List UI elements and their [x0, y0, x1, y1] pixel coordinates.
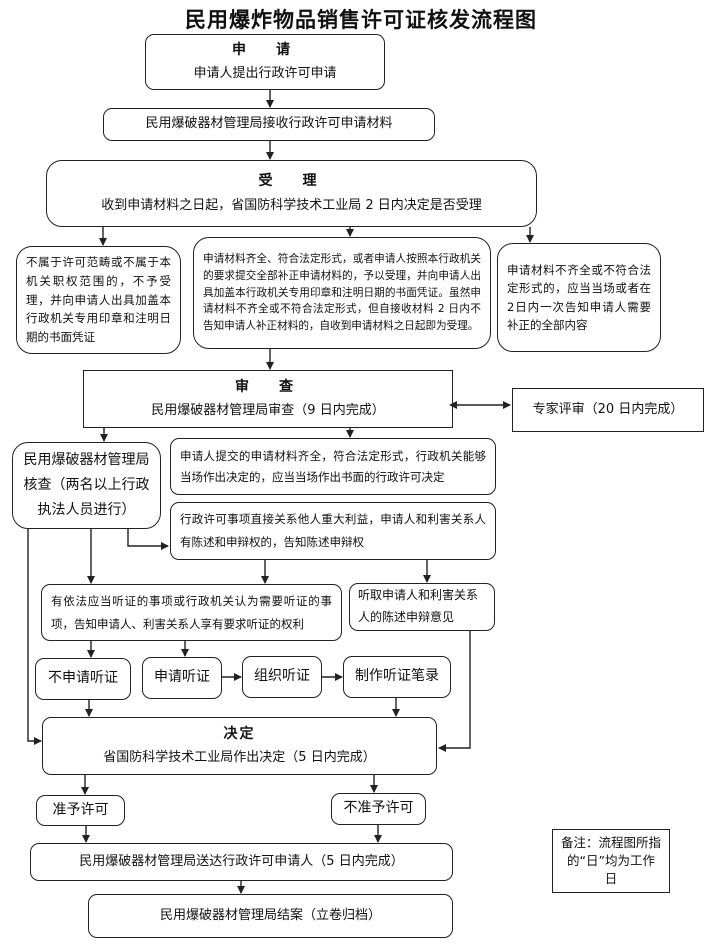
deliver-text: 民用爆破器材管理局送达行政许可申请人（5 日内完成） [79, 853, 404, 869]
reject-scope-text: 不属于许可范畴或不属于本机关职权范围的，不予受理，并向申请人出具加盖本行政机关专… [26, 255, 171, 344]
deliver-node: 民用爆破器材管理局送达行政许可申请人（5 日内完成） [30, 843, 453, 881]
review-heading: 审 查 [235, 378, 301, 395]
no-hearing-node: 不申请听证 [35, 658, 131, 700]
deny-node: 不准予许可 [331, 793, 426, 825]
close-case-text: 民用爆破器材管理局结案（立卷归档） [159, 907, 381, 923]
hearing-record-node: 制作听证笔录 [343, 656, 451, 698]
inspection-text: 民用爆破器材管理局核查（两名以上行政执法人员进行） [23, 451, 150, 519]
apply-node: 申 请 申请人提出行政许可申请 [145, 34, 385, 90]
no-hearing-text: 不申请听证 [48, 670, 118, 687]
apply-text: 申请人提出行政许可申请 [193, 66, 337, 82]
approve-text: 准予许可 [52, 801, 109, 818]
organize-hearing-node: 组织听证 [242, 656, 322, 698]
deny-text: 不准予许可 [343, 800, 414, 817]
reject-scope-node: 不属于许可范畴或不属于本机关职权范围的，不予受理，并向申请人出具加盖本行政机关专… [16, 246, 181, 354]
statement-right-node: 行政许可事项直接关系他人重大利益，申请人和利害关系人有陈述和申辩权的，告知陈述申… [170, 502, 496, 560]
accept-heading: 受 理 [258, 173, 325, 190]
accept-node: 受 理 收到申请材料之日起，省国防科学技术工业局 2 日内决定是否受理 [46, 160, 537, 227]
request-hearing-node: 申请听证 [142, 657, 222, 699]
close-case-node: 民用爆破器材管理局结案（立卷归档） [88, 894, 453, 938]
decision-text: 省国防科学技术工业局作出决定（5 日内完成） [103, 750, 376, 766]
accepted-node: 申请材料齐全、符合法定形式，或者申请人按照本行政机关的要求提交全部补正申请材料的… [193, 237, 491, 349]
accepted-text: 申请材料齐全、符合法定形式，或者申请人按照本行政机关的要求提交全部补正申请材料的… [203, 252, 481, 333]
receive-node: 民用爆破器材管理局接收行政许可申请材料 [103, 108, 435, 141]
apply-heading: 申 请 [232, 41, 298, 58]
decision-heading: 决定 [223, 725, 256, 742]
note-text: 备注：流程图所指的“日”均为工作日 [561, 834, 662, 887]
flowchart-title: 民用爆炸物品销售许可证核发流程图 [185, 7, 537, 32]
arrow-inspection-to-statement [127, 529, 169, 550]
expert-review-text: 专家评审（20 日内完成） [532, 401, 684, 417]
arrow-inspection-to-decision [27, 529, 42, 745]
inspection-node: 民用爆破器材管理局核查（两名以上行政执法人员进行） [12, 442, 161, 529]
hearing-record-text: 制作听证笔录 [355, 668, 439, 685]
incomplete-node: 申请材料不齐全或不符合法定形式的，应当当场或者在2日内一次告知申请人需要补正的全… [497, 243, 661, 352]
decision-node: 决定 省国防科学技术工业局作出决定（5 日内完成） [42, 717, 437, 775]
review-node: 审 查 民用爆破器材管理局审查（9 日内完成） [83, 370, 453, 428]
request-hearing-text: 申请听证 [154, 669, 210, 686]
accept-text: 收到申请材料之日起，省国防科学技术工业局 2 日内决定是否受理 [101, 197, 482, 213]
review-text: 民用爆破器材管理局审查（9 日内完成） [151, 403, 385, 419]
expert-review-node: 专家评审（20 日内完成） [512, 388, 704, 432]
incomplete-text: 申请材料不齐全或不符合法定形式的，应当当场或者在2日内一次告知申请人需要补正的全… [507, 262, 651, 332]
on-spot-decision-node: 申请人提交的申请材料齐全，符合法定形式，行政机关能够当场作出决定的，应当当场作出… [170, 438, 496, 495]
note-box: 备注：流程图所指的“日”均为工作日 [552, 829, 670, 893]
listen-statements-text: 听取申请人和利害关系人的陈述申辩意见 [358, 588, 479, 624]
listen-statements-node: 听取申请人和利害关系人的陈述申辩意见 [349, 583, 495, 631]
hearing-notice-text: 有依法应当听证的事项或行政机关认为需要听证的事项，告知申请人、利害关系人享有要求… [51, 593, 332, 631]
statement-right-text: 行政许可事项直接关系他人重大利益，申请人和利害关系人有陈述和申辩权的，告知陈述申… [180, 512, 486, 549]
organize-hearing-text: 组织听证 [254, 668, 310, 685]
hearing-notice-node: 有依法应当听证的事项或行政机关认为需要听证的事项，告知申请人、利害关系人享有要求… [41, 584, 342, 641]
on-spot-decision-text: 申请人提交的申请材料齐全，符合法定形式，行政机关能够当场作出决定的，应当当场作出… [180, 449, 486, 484]
receive-text: 民用爆破器材管理局接收行政许可申请材料 [145, 116, 393, 132]
approve-node: 准予许可 [36, 795, 125, 826]
